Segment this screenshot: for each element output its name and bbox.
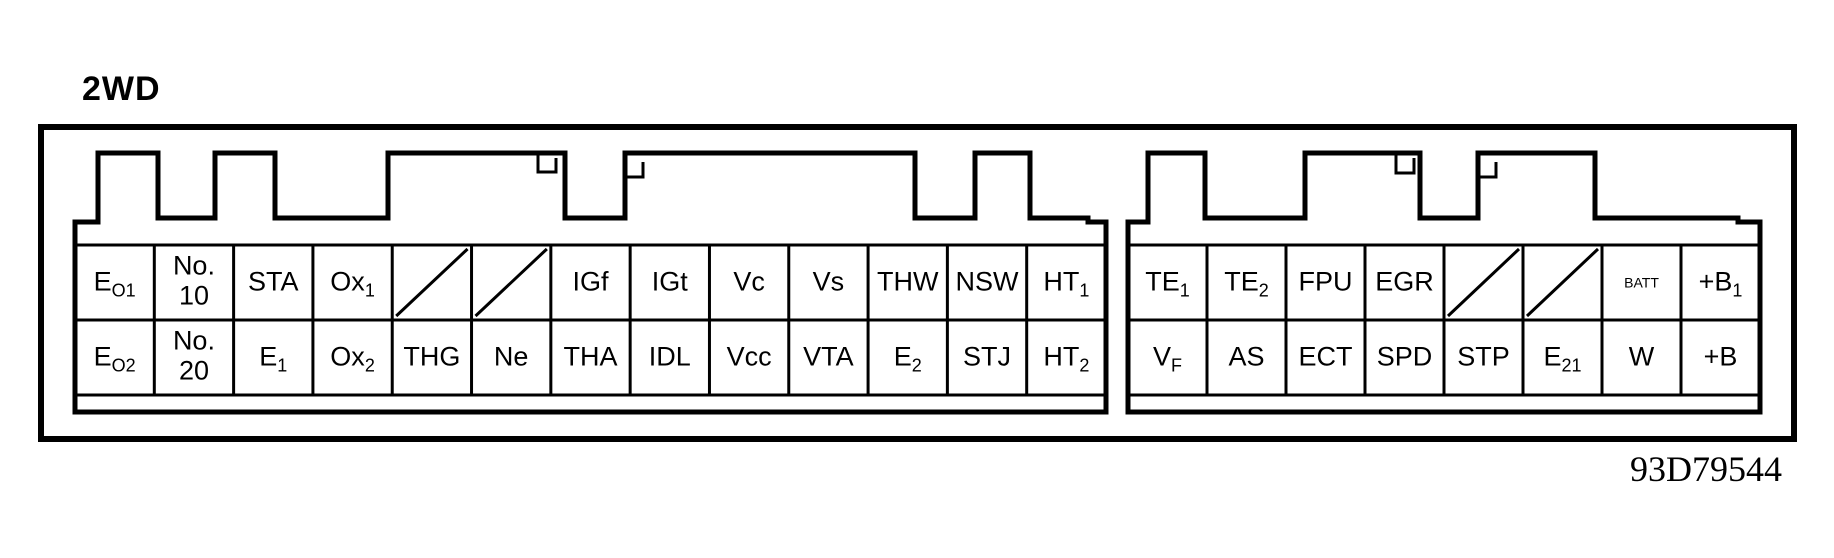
pin-label: ECT: [1299, 342, 1353, 372]
pin-label: VF: [1153, 342, 1182, 376]
pin-label: VTA: [803, 342, 854, 372]
pin-label: TE1: [1145, 267, 1190, 301]
pin-label: NSW: [956, 267, 1020, 297]
pin-label: FPU: [1299, 267, 1353, 297]
pin-label: SPD: [1377, 342, 1433, 372]
diagram-title: 2WD: [82, 70, 161, 108]
pin-label: No.: [173, 251, 215, 281]
pin-label: THW: [877, 267, 939, 297]
empty-pin-slash: [395, 247, 469, 318]
pin-label: +B: [1704, 342, 1738, 372]
pin-label: HT1: [1043, 267, 1089, 301]
pin-label: STP: [1457, 342, 1510, 372]
pin-label: IGf: [572, 267, 609, 297]
pin-label: BATT: [1624, 274, 1659, 290]
pin-label: TE2: [1224, 267, 1269, 301]
pin-label: E2: [894, 342, 922, 376]
pin-label: STJ: [963, 342, 1011, 372]
empty-pin-slash: [474, 247, 548, 318]
pin-label: Ox1: [330, 267, 375, 301]
pin-label: +B1: [1699, 267, 1743, 301]
outer-frame: [38, 124, 1797, 442]
key-mark: [1476, 157, 1498, 179]
pin-label: EO2: [94, 342, 136, 376]
empty-pin-slash: [1446, 247, 1521, 318]
pin-label: IGt: [652, 267, 689, 297]
pin-label: Vs: [813, 267, 845, 297]
pin-label: IDL: [649, 342, 691, 372]
pin-label: Ne: [494, 342, 529, 372]
pin-label: STA: [248, 267, 299, 297]
key-mark: [1394, 153, 1416, 175]
pin-label: W: [1629, 342, 1655, 372]
right-connector-housing: [1125, 150, 1763, 415]
figure-code: 93D79544: [1630, 449, 1782, 489]
left-connector-housing: [72, 150, 1109, 415]
pin-label: EGR: [1375, 267, 1434, 297]
pin-label-line2: 10: [179, 281, 209, 311]
pin-label: THG: [403, 342, 460, 372]
pin-label: Ox2: [330, 342, 375, 376]
pin-label: EO1: [94, 267, 136, 301]
pin-label: No.: [173, 326, 215, 356]
pin-label-line2: 20: [179, 356, 209, 386]
pin-label: E21: [1543, 342, 1581, 376]
pin-label: HT2: [1043, 342, 1089, 376]
pin-label: Vcc: [727, 342, 772, 372]
empty-pin-slash: [1525, 247, 1600, 318]
pin-label: THA: [564, 342, 618, 372]
pin-label: E1: [259, 342, 287, 376]
key-mark: [536, 153, 558, 174]
pin-label: Vc: [733, 267, 765, 297]
pin-label: AS: [1228, 342, 1264, 372]
key-mark: [623, 157, 645, 179]
